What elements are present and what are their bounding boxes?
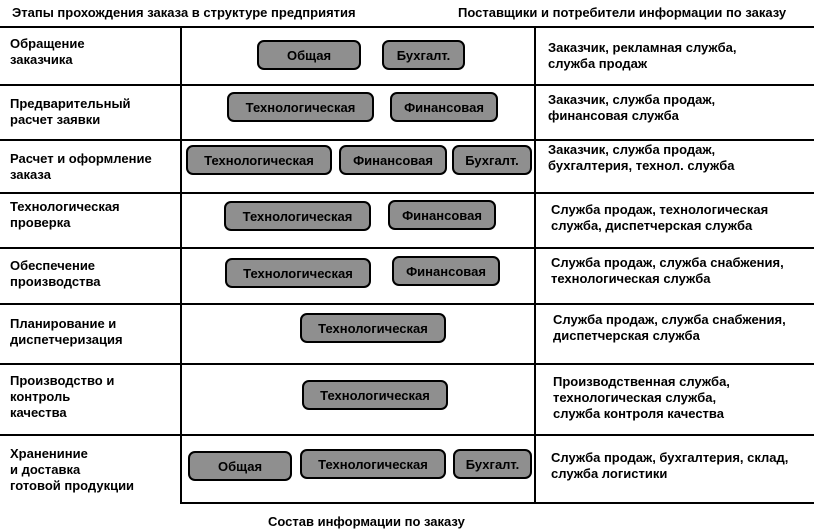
- info-box-accounting: Бухгалт.: [453, 449, 532, 479]
- consumers-text: Заказчик, служба продаж, финансовая служ…: [548, 92, 716, 123]
- suppliers-column-title: Поставщики и потребители информации по з…: [458, 5, 787, 20]
- info-box-general: Общая: [188, 451, 292, 481]
- info-box-technological: Технологическая: [186, 145, 332, 175]
- row-divider: [0, 434, 814, 436]
- row-divider: [0, 363, 814, 365]
- right-column-divider: [534, 26, 536, 504]
- stage-label: Планирование и диспетчеризация: [10, 316, 123, 347]
- info-box-financial: Финансовая: [388, 200, 496, 230]
- info-box-technological: Технологическая: [224, 201, 371, 231]
- consumers-text: Служба продаж, служба снабжения, техноло…: [551, 255, 784, 286]
- row-divider: [0, 247, 814, 249]
- stage-label: Производство и контроль качества: [10, 373, 115, 420]
- row-divider: [0, 84, 814, 86]
- stage-label: Расчет и оформление заказа: [10, 151, 152, 182]
- header-divider: [0, 26, 814, 28]
- row-divider: [0, 303, 814, 305]
- info-box-technological: Технологическая: [302, 380, 448, 410]
- info-box-technological: Технологическая: [300, 449, 446, 479]
- consumers-text: Служба продаж, технологическая служба, д…: [551, 202, 769, 233]
- stage-label: Обращение заказчика: [10, 36, 85, 67]
- info-box-technological: Технологическая: [300, 313, 446, 343]
- info-box-technological: Технологическая: [227, 92, 374, 122]
- info-box-accounting: Бухгалт.: [452, 145, 532, 175]
- left-column-divider: [180, 26, 182, 504]
- consumers-text: Производственная служба, технологическая…: [553, 374, 730, 421]
- stage-label: Предварительный расчет заявки: [10, 96, 131, 127]
- stage-label: Обеспечение производства: [10, 258, 101, 289]
- stage-label: Технологическая проверка: [10, 199, 120, 230]
- consumers-text: Заказчик, служба продаж, бухгалтерия, те…: [548, 142, 735, 173]
- consumers-text: Служба продаж, служба снабжения, диспетч…: [553, 312, 786, 343]
- info-box-technological: Технологическая: [225, 258, 371, 288]
- bottom-border: [180, 502, 814, 504]
- stages-column-title: Этапы прохождения заказа в структуре пре…: [12, 5, 356, 20]
- info-box-accounting: Бухгалт.: [382, 40, 465, 70]
- info-box-financial: Финансовая: [390, 92, 498, 122]
- info-box-financial: Финансовая: [339, 145, 447, 175]
- consumers-text: Служба продаж, бухгалтерия, склад, служб…: [551, 450, 789, 481]
- info-box-financial: Финансовая: [392, 256, 500, 286]
- row-divider: [0, 192, 814, 194]
- row-divider: [0, 139, 814, 141]
- stage-label: Хранениние и доставка готовой продукции: [10, 446, 135, 493]
- diagram-caption: Состав информации по заказу: [268, 514, 465, 529]
- consumers-text: Заказчик, рекламная служба, служба прода…: [548, 40, 737, 71]
- info-box-general: Общая: [257, 40, 361, 70]
